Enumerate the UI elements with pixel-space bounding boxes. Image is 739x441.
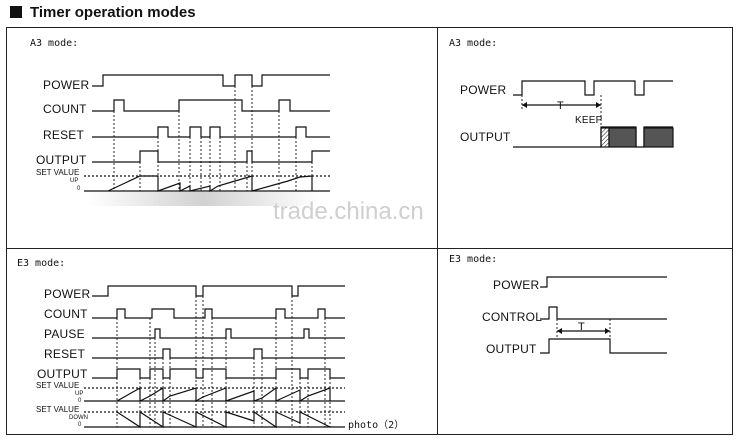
e3-wave-pause — [92, 328, 345, 339]
a3-label-up: UP — [70, 178, 79, 184]
page-title: Timer operation modes — [30, 3, 196, 21]
e3-label-count: COUNT — [44, 307, 88, 321]
e3r-wave-output — [540, 338, 667, 354]
watermark-blur — [88, 192, 318, 206]
photo-caption: photo（2） — [348, 420, 405, 431]
a3r-wave-power — [513, 80, 673, 96]
e3-label-power: POWER — [44, 287, 91, 301]
a3-wave-power — [92, 74, 330, 87]
e3-label-pause: PAUSE — [44, 327, 85, 341]
horizontal-divider — [6, 248, 733, 249]
e3-ramp-down — [116, 410, 331, 429]
a3r-output-block-2 — [643, 127, 674, 148]
e3r-t-label: T — [578, 321, 585, 333]
e3-label-reset: RESET — [44, 347, 86, 361]
e3-guide-lines — [116, 296, 331, 427]
a3-wave-reset — [92, 126, 330, 138]
a3-label-set-value: SET VALUE — [36, 168, 80, 177]
title-square-icon — [10, 6, 22, 18]
e3r-label-output: OUTPUT — [486, 342, 537, 356]
diagram-frame — [6, 27, 733, 435]
e3-label-up: UP — [75, 391, 84, 397]
a3-wave-count — [92, 99, 330, 112]
watermark: trade.china.cn — [273, 198, 424, 225]
e3-right-title: E3 mode: — [449, 254, 498, 265]
a3-guide-lines — [113, 86, 313, 191]
e3-wave-count — [92, 308, 345, 319]
a3-ramp — [107, 175, 313, 193]
e3-label-set-value-down: SET VALUE — [36, 405, 80, 414]
a3-label-output: OUTPUT — [36, 153, 87, 167]
e3-label-down: DOWN — [69, 415, 88, 421]
e3-label-output: OUTPUT — [37, 367, 88, 381]
e3-wave-output — [92, 368, 345, 379]
e3r-wave-power — [540, 276, 667, 288]
a3-label-zero: 0 — [77, 186, 81, 192]
a3-label-reset: RESET — [43, 128, 85, 142]
a3-left-title: A3 mode: — [30, 38, 79, 49]
a3-label-power: POWER — [43, 78, 90, 92]
e3r-label-power: POWER — [493, 278, 540, 292]
e3r-wave-control — [540, 306, 667, 320]
e3-wave-power — [92, 285, 345, 297]
e3-wave-reset — [92, 348, 345, 359]
a3r-label-power: POWER — [460, 83, 507, 97]
e3-left-title: E3 mode: — [17, 258, 66, 269]
a3r-keep-label: KEEP — [575, 115, 603, 126]
a3r-label-output: OUTPUT — [460, 130, 511, 144]
e3-label-zero-up: 0 — [78, 398, 82, 404]
e3-label-set-value-up: SET VALUE — [36, 381, 80, 390]
vertical-divider — [437, 27, 438, 435]
a3-label-count: COUNT — [43, 102, 87, 116]
a3-wave-output — [92, 150, 330, 163]
e3-ramp-up — [116, 386, 331, 403]
e3r-label-control: CONTROL — [482, 310, 543, 324]
a3r-t-label: T — [557, 100, 564, 112]
section-title: Timer operation modes — [10, 3, 196, 21]
a3r-output-block-1 — [608, 127, 637, 148]
a3r-keep-hatch — [600, 127, 610, 148]
e3-label-zero-down: 0 — [78, 422, 82, 428]
a3-right-title: A3 mode: — [449, 38, 498, 49]
